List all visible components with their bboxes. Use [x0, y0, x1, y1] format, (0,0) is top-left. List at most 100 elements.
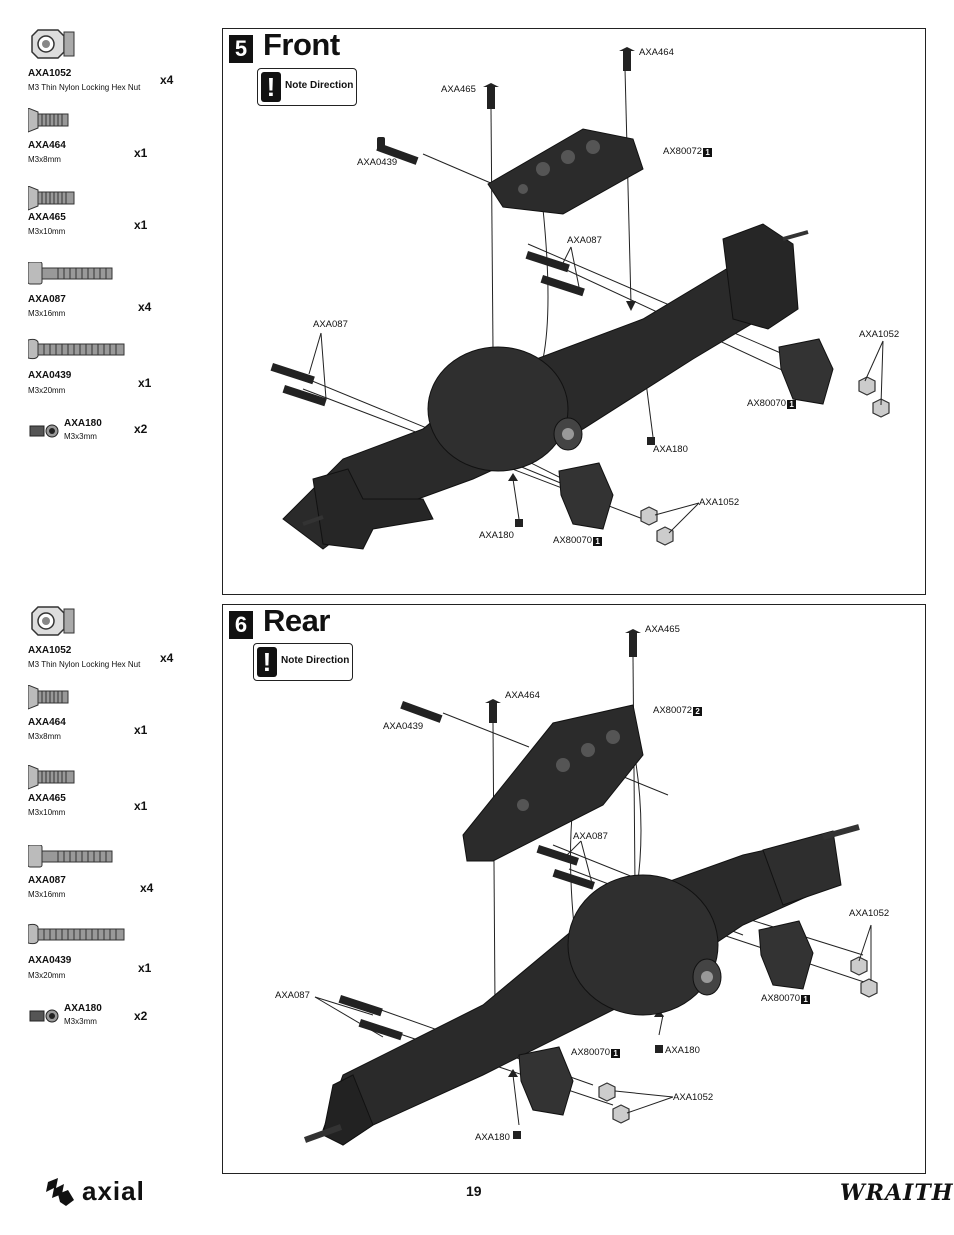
- note-text: Note Direction: [285, 80, 354, 91]
- part-desc: M3x10mm: [28, 808, 66, 817]
- part-qty: x2: [134, 1009, 148, 1023]
- part-desc: M3x8mm: [28, 732, 61, 741]
- part-item: AXA1052 M3 Thin Nylon Locking Hex Nut x4: [22, 28, 202, 98]
- part-desc: M3x8mm: [28, 155, 61, 164]
- part-desc: M3x3mm: [64, 432, 97, 441]
- callout-label: AXA180: [665, 1045, 700, 1056]
- part-code: AXA180: [64, 1003, 102, 1014]
- part-item: AXA180 M3x3mm x2: [22, 1003, 202, 1073]
- hex-nut-icon: [31, 606, 75, 636]
- set-screw-icon: [29, 424, 59, 438]
- cap-screw-icon: [28, 845, 113, 868]
- warning-icon: !: [257, 647, 277, 677]
- part-item: AXA465 M3x10mm x1: [22, 186, 202, 256]
- part-code: AXA087: [28, 294, 66, 305]
- part-item: AXA464 M3x8mm x1: [22, 108, 202, 178]
- part-desc: M3x16mm: [28, 890, 66, 899]
- callout-label: AXA465: [441, 84, 476, 95]
- note-direction-callout: ! Note Direction: [257, 68, 357, 106]
- part-code: AXA1052: [28, 645, 72, 656]
- step-5-panel: 5 Front ! Note Direction: [222, 27, 926, 595]
- part-qty: x1: [134, 799, 148, 813]
- brand-logo-text: axial: [82, 1176, 145, 1206]
- part-qty: x4: [138, 300, 152, 314]
- part-qty: x1: [138, 961, 152, 975]
- callout-label: AXA1052: [859, 329, 900, 340]
- screw-icon: [28, 765, 75, 790]
- step-6-panel: 6 Rear ! Note Direction: [222, 603, 926, 1174]
- part-qty: x4: [160, 651, 174, 665]
- part-desc: M3 Thin Nylon Locking Hex Nut: [28, 83, 141, 92]
- part-code: AXA180: [64, 418, 102, 429]
- part-qty: x1: [134, 218, 148, 232]
- button-screw-icon: [28, 338, 125, 360]
- part-code: AXA0439: [28, 370, 72, 381]
- set-screw-icon: [29, 1009, 59, 1023]
- part-code: AXA0439: [28, 955, 72, 966]
- callout-label: AXA464: [505, 690, 540, 701]
- callout-label: AXA465: [645, 624, 680, 635]
- part-item: AXA0439 M3x20mm x1: [22, 338, 202, 408]
- callout-label: AXA1052: [673, 1092, 714, 1103]
- callout-label: AXA087: [275, 990, 310, 1001]
- part-qty: x1: [134, 723, 148, 737]
- callout-label: AXA1052: [699, 497, 740, 508]
- callout-label: AXA0439: [357, 157, 398, 168]
- part-desc: M3 Thin Nylon Locking Hex Nut: [28, 660, 141, 669]
- part-code: AXA465: [28, 793, 66, 804]
- button-screw-icon: [28, 923, 125, 945]
- part-qty: x4: [160, 73, 174, 87]
- part-item: AXA0439 M3x20mm x1: [22, 923, 202, 993]
- part-code: AXA465: [28, 212, 66, 223]
- part-desc: M3x20mm: [28, 971, 66, 980]
- part-qty: x2: [134, 422, 148, 436]
- screw-icon: [28, 108, 69, 133]
- part-desc: M3x10mm: [28, 227, 66, 236]
- step-number: 5: [229, 35, 253, 63]
- callout-label: AXA180: [479, 530, 514, 541]
- part-item: AXA465 M3x10mm x1: [22, 765, 202, 835]
- part-item: AXA464 M3x8mm x1: [22, 685, 202, 755]
- note-text: Note Direction: [281, 655, 350, 666]
- callout-label: AXA087: [573, 831, 608, 842]
- screw-icon: [28, 186, 75, 211]
- part-code: AXA464: [28, 717, 66, 728]
- callout-label: AXA464: [639, 47, 674, 58]
- screw-icon: [28, 685, 69, 710]
- step-number: 6: [229, 611, 253, 639]
- step-title: Rear: [263, 603, 330, 638]
- part-qty: x4: [140, 881, 154, 895]
- part-code: AXA1052: [28, 68, 72, 79]
- part-qty: x1: [138, 376, 152, 390]
- part-desc: M3x3mm: [64, 1017, 97, 1026]
- cap-screw-icon: [28, 262, 113, 285]
- part-item: AXA1052 M3 Thin Nylon Locking Hex Nut x4: [22, 605, 202, 675]
- part-item: AXA180 M3x3mm x2: [22, 418, 202, 488]
- part-qty: x1: [134, 146, 148, 160]
- rear-axle-illustration: [303, 629, 878, 1146]
- callout-label: AXA180: [475, 1132, 510, 1143]
- product-logo: WRAITH: [840, 1180, 954, 1206]
- note-direction-callout: ! Note Direction: [253, 643, 353, 681]
- callout-label: AXA180: [653, 444, 688, 455]
- part-item: AXA087 M3x16mm x4: [22, 845, 202, 915]
- axial-logo-icon: [46, 1178, 74, 1206]
- step-title: Front: [263, 27, 340, 62]
- part-code: AXA464: [28, 140, 66, 151]
- part-code: AXA087: [28, 875, 66, 886]
- callout-label: AXA0439: [383, 721, 424, 732]
- part-item: AXA087 M3x16mm x4: [22, 262, 202, 332]
- callout-label: AXA087: [567, 235, 602, 246]
- part-desc: M3x16mm: [28, 309, 66, 318]
- page-number: 19: [466, 1183, 482, 1199]
- part-desc: M3x20mm: [28, 386, 66, 395]
- callout-label: AXA087: [313, 319, 348, 330]
- hex-nut-icon: [31, 29, 75, 59]
- warning-icon: !: [261, 72, 281, 102]
